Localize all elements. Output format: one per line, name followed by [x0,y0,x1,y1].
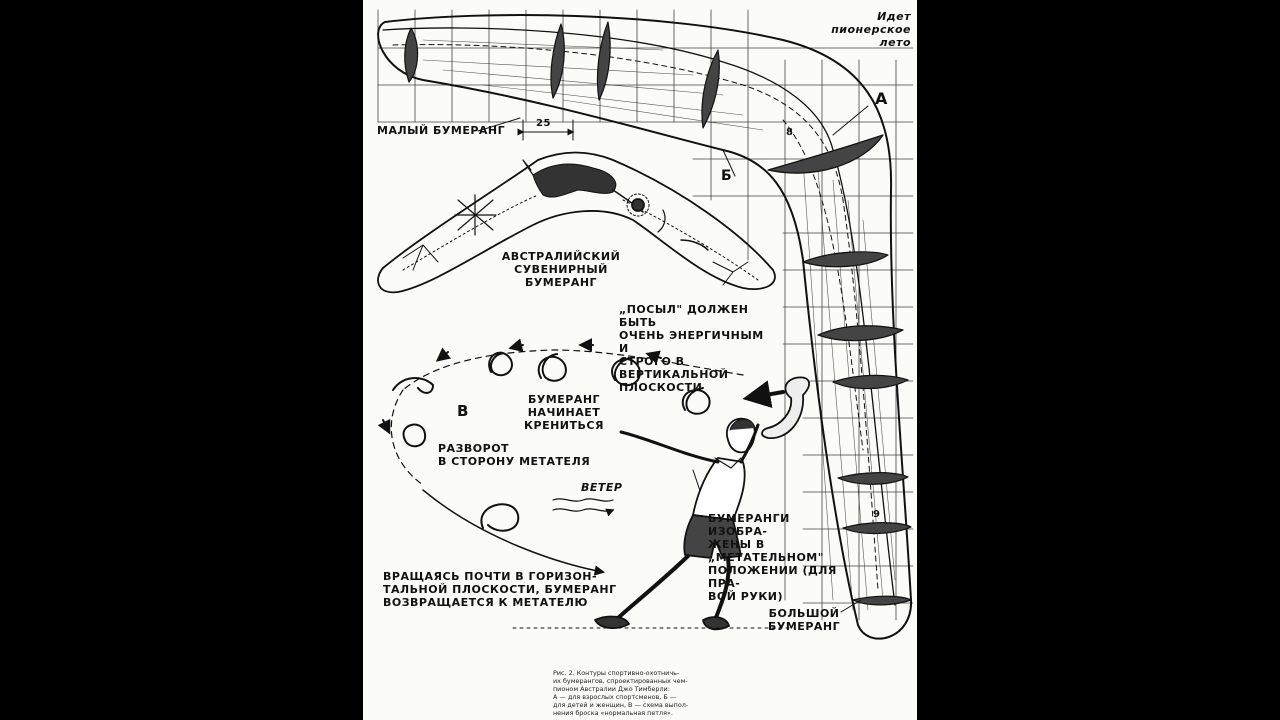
label-letter-b: Б [721,168,733,184]
held-boomerang [761,376,810,439]
label-depicted-note: БУМЕРАНГИ ИЗОБРА- ЖЕНЫ В „МЕТАТЕЛЬНОМ" П… [708,512,837,603]
drawing-sheet: Идет пионерское лето МАЛЫЙ БУМЕРАНГ 25 А… [363,0,917,720]
label-large-boomerang: БОЛЬШОЙ БУМЕРАНГ [768,607,841,633]
cross-sections [404,21,912,606]
figure-caption: Рис. 2. Контуры спортивно-охотничь- их б… [553,669,689,717]
label-small-boomerang: МАЛЫЙ БУМЕРАНГ [377,124,506,137]
australian-boomerang [377,151,776,294]
header-note: Идет пионерское лето [831,10,911,49]
label-wind: ВЕТЕР [581,481,623,494]
thrower-figure [594,417,760,631]
label-turn-note: РАЗВОРОТ В СТОРОНУ МЕТАТЕЛЯ [438,442,591,468]
label-tilt-note: БУМЕРАНГ НАЧИНАЕТ КРЕНИТЬСЯ [524,393,604,432]
label-letter-a: А [875,89,888,108]
dimension-25 [517,119,575,141]
label-throw-note: „ПОСЫЛ" ДОЛЖЕН БЫТЬ ОЧЕНЬ ЭНЕРГИЧНЫМ И С… [619,303,764,394]
label-letter-v: В [457,402,469,420]
flight-path [377,338,785,576]
boomerang-illustration [377,9,914,640]
label-dimension-25: 25 [536,118,551,129]
label-return-note: ВРАЩАЯСЬ ПОЧТИ В ГОРИЗОН- ТАЛЬНОЙ ПЛОСКО… [383,570,617,609]
label-section-9: 9 [873,509,881,520]
boomerang-a-outline [377,14,913,640]
label-section-8: 8 [786,127,794,138]
label-australian-boomerang: АВСТРАЛИЙСКИЙ СУВЕНИРНЫЙ БУМЕРАНГ [501,250,621,289]
